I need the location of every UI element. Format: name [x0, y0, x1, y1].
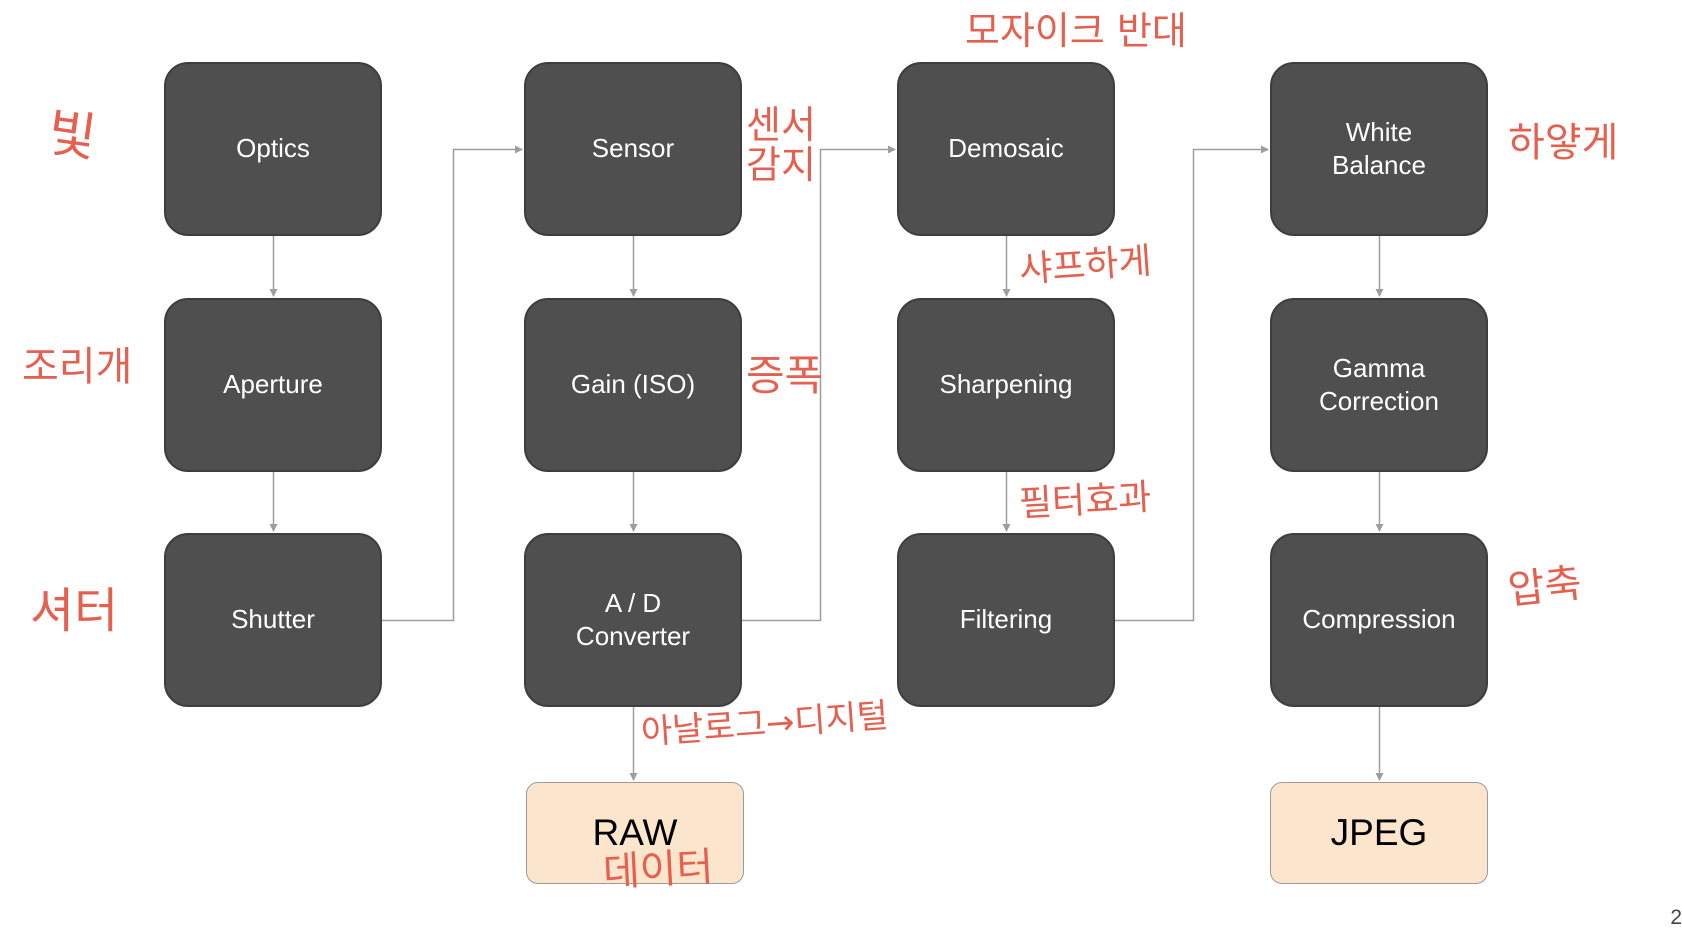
node-shutter: Shutter — [164, 533, 382, 707]
annotation-shutter: 셔터 — [30, 583, 119, 639]
node-demosaic: Demosaic — [897, 62, 1115, 236]
edge-filtering-to-wb — [1115, 145, 1269, 622]
edge-adc-to-demosaic — [742, 145, 896, 622]
node-sensor: Sensor — [524, 62, 742, 236]
annotation-filtering: 필터효과 — [1017, 477, 1153, 525]
annotation-gain: 증폭 — [746, 351, 824, 400]
annotation-sensor: 센서 감지 — [746, 103, 816, 187]
annotation-compression: 압축 — [1505, 560, 1584, 614]
node-sharpening: Sharpening — [897, 298, 1115, 472]
annotation-raw: 데이터 — [601, 844, 715, 896]
node-gamma-correction: Gamma Correction — [1270, 298, 1488, 472]
annotation-optics: 빛 — [44, 103, 100, 170]
node-optics: Optics — [164, 62, 382, 236]
node-raw: RAW — [526, 782, 744, 884]
node-filtering: Filtering — [897, 533, 1115, 707]
annotation-aperture: 조리개 — [22, 344, 133, 390]
node-compression: Compression — [1270, 533, 1488, 707]
annotation-sharpening: 샤프하게 — [1017, 240, 1153, 291]
node-white-balance: White Balance — [1270, 62, 1488, 236]
annotation-white-balance: 하얗게 — [1508, 120, 1619, 166]
edge-shutter-to-sensor — [382, 145, 523, 622]
node-adc: A / D Converter — [524, 533, 742, 707]
node-jpeg: JPEG — [1270, 782, 1488, 884]
page-number: 2 — [1670, 906, 1682, 929]
annotation-demosaic: 모자이크 반대 — [965, 9, 1187, 53]
node-aperture: Aperture — [164, 298, 382, 472]
node-gain: Gain (ISO) — [524, 298, 742, 472]
